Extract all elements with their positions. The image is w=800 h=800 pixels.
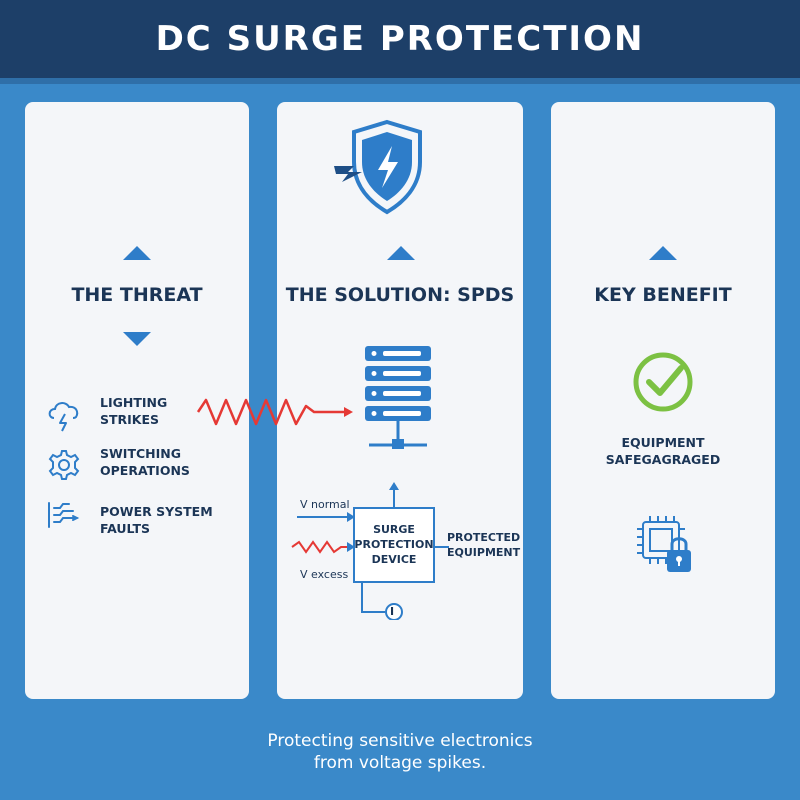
benefit-heading: KEY BENEFIT (594, 284, 732, 306)
ground-symbol-label: I (390, 605, 395, 618)
footer-line2: from voltage spikes. (313, 753, 487, 773)
protected-equipment-line2: EQUIPMENT (447, 546, 521, 559)
threat-item-switching: SWITCHING OPERATIONS (100, 445, 190, 479)
server-rack-icon (365, 346, 431, 449)
equipment-safeguarded-label: EQUIPMENT SAFEGAGRAGED (551, 434, 775, 468)
triangle-up-icon (649, 246, 677, 260)
benefit-panel: KEY BENEFIT EQUIPMENT SAFEGAGRAGED (551, 102, 775, 699)
gear-icon (48, 450, 80, 480)
triangle-up-icon (387, 246, 415, 260)
device-label-line2: PROTECTION (354, 538, 434, 551)
threat-item-faults: POWER SYSTEM FAULTS (100, 504, 213, 536)
device-label-line1: SURGE (373, 523, 415, 536)
triangle-up-icon (123, 246, 151, 260)
threat-heading: THE THREAT (71, 284, 203, 306)
threat-item-lightning-line1: LIGHTING (100, 395, 168, 410)
threat-item-switching-line2: OPERATIONS (100, 463, 190, 478)
surge-wave-arrow (196, 398, 353, 426)
header-band (0, 78, 800, 84)
benefit-line2: SAFEGAGRAGED (605, 452, 721, 467)
threat-item-switching-line1: SWITCHING (100, 446, 181, 461)
v-excess-label: V excess (300, 568, 349, 581)
chip-lock-icon (637, 516, 691, 572)
threat-item-lightning-line2: STRIKES (100, 412, 160, 427)
solution-heading: THE SOLUTION: SPDS (285, 284, 515, 306)
benefit-line1: EQUIPMENT (621, 435, 705, 450)
v-normal-label: V normal (300, 498, 350, 511)
device-label-line3: DEVICE (371, 553, 417, 566)
check-circle-icon (633, 352, 693, 412)
footer-line1: Protecting sensitive electronics (267, 731, 533, 751)
spd-block-diagram (291, 482, 449, 620)
threat-item-lightning: LIGHTING STRIKES (100, 394, 167, 428)
triangle-down-icon (123, 332, 151, 346)
solution-panel: THE SOLUTION: SPDS (277, 102, 523, 699)
storm-cloud-lightning-icon (48, 402, 79, 432)
threat-panel: THE THREAT LIGHTING STRIKES SWITCHING OP… (25, 102, 249, 699)
fault-lines-icon (48, 502, 80, 528)
page-title: DC SURGE PROTECTION (155, 19, 645, 59)
footer-caption: Protecting sensitive electronics from vo… (0, 730, 800, 774)
protected-equipment-label: PROTECTED EQUIPMENT (447, 530, 521, 560)
surge-protection-device-label: SURGE PROTECTION DEVICE (354, 522, 434, 567)
shield-lightning-icon (334, 119, 422, 215)
header-bar: DC SURGE PROTECTION (0, 0, 800, 78)
protected-equipment-line1: PROTECTED (447, 531, 521, 544)
